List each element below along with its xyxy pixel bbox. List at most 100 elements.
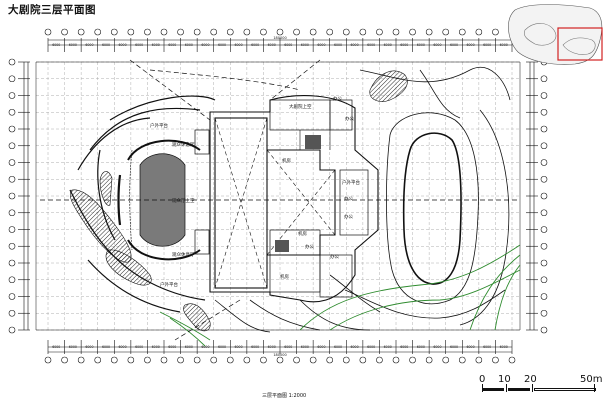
dim-text: 6000 — [384, 345, 392, 349]
dim-text: 6000 — [400, 43, 408, 47]
dim-text: 6000 — [152, 43, 160, 47]
axis-bubble — [226, 356, 234, 364]
dim-text: 6000 — [201, 43, 209, 47]
axis-bubble — [8, 293, 16, 300]
axis-bubble — [177, 28, 184, 36]
dimension-lines — [18, 38, 538, 354]
axis-bubble — [127, 28, 135, 36]
dim-text: 6000 — [483, 43, 491, 47]
dim-text: 6000 — [235, 43, 243, 47]
scale-mark-0: 0 — [479, 374, 486, 385]
key-map — [508, 4, 603, 65]
dim-text: 6000 — [268, 345, 276, 349]
axis-bubble — [425, 28, 433, 36]
axis-bubble — [44, 28, 52, 36]
axis-bubble — [61, 356, 68, 364]
scale-bar-segment-3 — [534, 388, 596, 391]
dim-text: 6000 — [251, 345, 259, 349]
dim-text: 6000 — [384, 43, 392, 47]
dim-text: 6000 — [119, 43, 127, 47]
axis-bubble — [293, 356, 300, 364]
dim-text: 6000 — [417, 43, 425, 47]
dim-text: 6000 — [251, 43, 259, 47]
axis-bubble — [458, 356, 466, 364]
axis-bubble — [8, 92, 16, 99]
dim-text: 6000 — [135, 345, 143, 349]
axis-bubble — [309, 356, 317, 364]
label-stage-upper: 观众厅上空 — [172, 197, 195, 204]
label-foyer-top: 大剧院上空 — [289, 103, 312, 110]
axis-bubble — [144, 356, 151, 364]
axis-bubble — [540, 159, 548, 166]
dim-text: 6000 — [185, 345, 193, 349]
axis-bubble — [193, 28, 201, 36]
axis-bubble — [342, 28, 350, 36]
axis-bubble — [540, 75, 548, 83]
dimension-texts: 6000 6000 6000 6000 6000 6000 6000 6000 6000 6000… — [52, 36, 508, 357]
dim-text: 6000 — [168, 43, 176, 47]
axis-bubble — [326, 356, 334, 364]
axis-bubble — [540, 209, 548, 217]
dim-text: 6000 — [433, 43, 441, 47]
axis-bubble — [61, 28, 68, 36]
axis-bubble — [540, 309, 548, 317]
dim-text: 6000 — [284, 345, 292, 349]
building-body — [194, 95, 379, 303]
axis-bubble — [226, 28, 234, 36]
label-machine-2: 机房 — [298, 230, 307, 237]
dim-text: 6000 — [301, 43, 309, 47]
axis-bubble — [540, 108, 548, 116]
dim-total-text: 180000 — [273, 36, 286, 40]
label-lobby-2: 观众休息厅 — [172, 251, 195, 258]
axis-bubble — [392, 28, 400, 36]
axis-bubble — [260, 28, 267, 36]
dim-text: 6000 — [467, 43, 475, 47]
axis-bubble — [8, 58, 16, 66]
label-machine-1: 机房 — [282, 157, 291, 164]
axis-bubble — [540, 326, 548, 334]
axis-bubble — [8, 226, 16, 233]
dim-text: 6000 — [201, 345, 209, 349]
scale-tick — [532, 384, 533, 392]
axis-bubble — [144, 28, 151, 36]
dim-text: 6000 — [69, 43, 77, 47]
dim-text: 6000 — [417, 345, 425, 349]
axis-bubble — [540, 259, 548, 267]
axis-bubble — [376, 28, 383, 36]
axis-bubble — [8, 75, 16, 83]
axis-bubble — [293, 28, 300, 36]
axis-bubble — [160, 356, 168, 364]
scale-bar-segment-1 — [482, 388, 504, 391]
axis-bubbles — [8, 28, 548, 364]
label-office-6: 办公 — [305, 243, 314, 250]
axis-bubble — [8, 326, 16, 334]
dim-text: 6000 — [433, 345, 441, 349]
dim-text: 6000 — [284, 43, 292, 47]
axis-bubble — [475, 28, 483, 36]
green-lines — [159, 244, 521, 347]
dim-text: 6000 — [500, 43, 508, 47]
dim-text: 6000 — [367, 345, 375, 349]
scale-tick — [594, 384, 595, 392]
axis-bubble — [210, 28, 218, 36]
axis-bubble — [540, 125, 548, 133]
dim-text: 6000 — [102, 345, 110, 349]
dim-text: 6000 — [317, 345, 325, 349]
axis-bubble — [540, 226, 548, 233]
axis-bubble — [540, 192, 548, 200]
dim-text: 6000 — [483, 345, 491, 349]
axis-bubble — [409, 356, 416, 364]
axis-bubble — [8, 108, 16, 116]
axis-bubble — [177, 356, 184, 364]
dim-text: 6000 — [218, 345, 226, 349]
dim-text: 6000 — [85, 43, 93, 47]
dim-text: 6000 — [185, 43, 193, 47]
axis-bubble — [8, 192, 16, 200]
dim-text: 6000 — [400, 345, 408, 349]
dim-text: 6000 — [152, 345, 160, 349]
dim-text: 6000 — [168, 345, 176, 349]
drawing-title: 大剧院三层平面图 — [8, 4, 96, 16]
axis-bubble — [110, 356, 118, 364]
label-machine-3: 机房 — [280, 273, 289, 280]
axis-bubble — [276, 356, 284, 364]
